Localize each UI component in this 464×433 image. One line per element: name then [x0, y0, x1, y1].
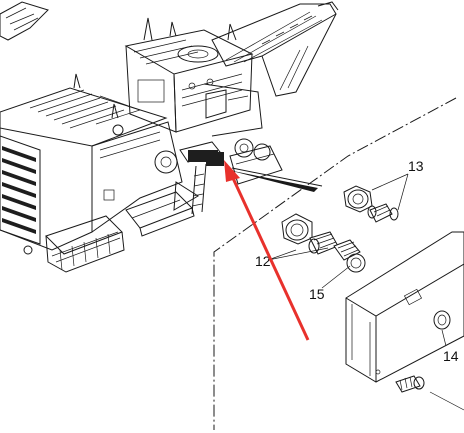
part-12-fittings: [281, 213, 339, 255]
conveyor-belt: [211, 1, 339, 97]
track-units: [23, 191, 195, 273]
leader-arrow: [228, 167, 323, 192]
callout-15: 15: [309, 286, 325, 302]
part-15-fitting: [333, 239, 366, 273]
part-14-housing: [345, 231, 464, 411]
machine-fragment-top-left: [0, 1, 49, 41]
part-13-fittings: [343, 185, 399, 223]
callout-13: 13: [408, 158, 424, 174]
cold-milling-machine: [0, 1, 339, 273]
operator-cabin: [124, 17, 271, 161]
control-panel-area: [173, 141, 283, 215]
red-pointer-arrow: [224, 160, 310, 341]
radiator-grille: [0, 135, 41, 245]
callout-14: 14: [443, 348, 459, 364]
engine-body: [0, 73, 183, 251]
callout-leader-lines: [267, 173, 447, 347]
detail-view-frame: [213, 97, 457, 430]
callout-12: 12: [255, 253, 271, 269]
